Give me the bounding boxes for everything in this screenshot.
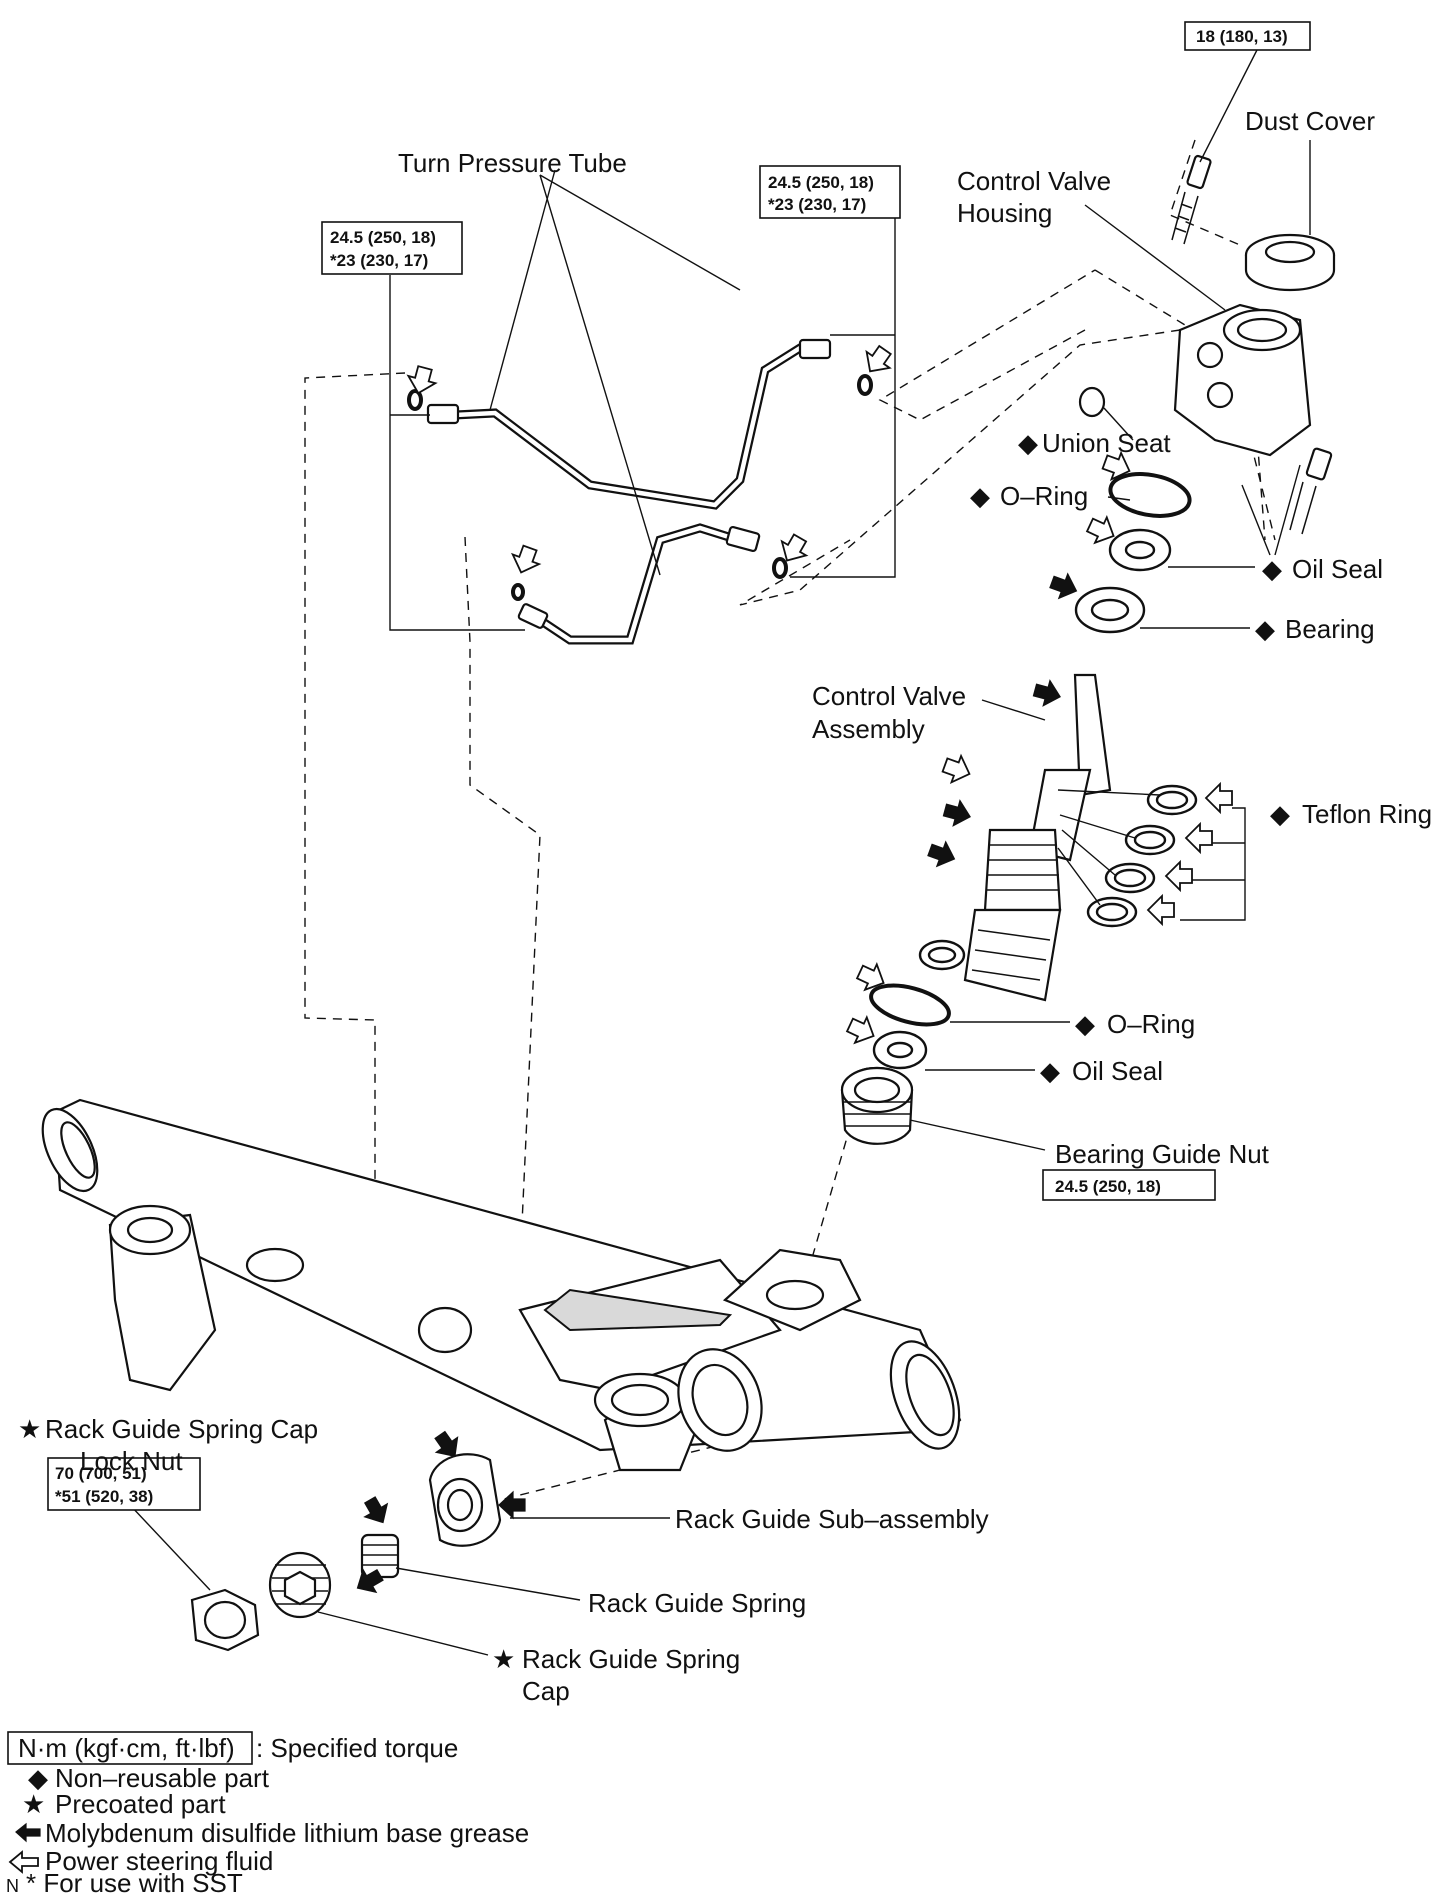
legend: N·m (kgf·cm, ft·lbf) : Specified torque … [6, 1731, 529, 1894]
label-bearing: Bearing [1285, 614, 1375, 644]
grease-arrow-icon [15, 1822, 41, 1843]
union-seat-part [1078, 386, 1106, 418]
label-oil-seal-lower: Oil Seal [1072, 1056, 1163, 1086]
label-rack-guide-spring: Rack Guide Spring [588, 1588, 806, 1618]
oil-seal-lower-part [843, 1011, 928, 1070]
torque-box-tube-right: 24.5 (250, 18) *23 (230, 17) [759, 165, 901, 219]
dust-cover-part [1244, 233, 1336, 292]
legend-torque-text: : Specified torque [256, 1733, 458, 1763]
legend-grease: Molybdenum disulfide lithium base grease [45, 1818, 529, 1848]
label-control-valve-housing-1: Control Valve [957, 166, 1111, 196]
control-valve-housing [1173, 303, 1312, 457]
legend-diamond-icon: ◆ [28, 1763, 48, 1793]
label-rack-guide-spring-cap-2: Cap [522, 1676, 570, 1706]
legend-torque-box: N·m (kgf·cm, ft·lbf) [18, 1733, 235, 1763]
torque-lock-nut-2: *51 (520, 38) [55, 1487, 153, 1506]
oil-seal-lower-diamond-icon: ◆ [1040, 1056, 1060, 1086]
label-lock-nut-1: Rack Guide Spring Cap [45, 1414, 318, 1444]
union-seat-diamond-icon: ◆ [1018, 428, 1038, 458]
label-union-seat: Union Seat [1042, 428, 1171, 458]
side-bolt [1289, 447, 1333, 535]
label-control-valve-assembly-1: Control Valve [812, 681, 966, 711]
oil-seal-upper-diamond-icon: ◆ [1262, 554, 1282, 584]
torque-tube-left-2: *23 (230, 17) [330, 251, 428, 270]
torque-box-housing-bolt: 18 (180, 13) [1184, 21, 1311, 51]
part-labels: Dust Cover Control Valve Housing Turn Pr… [18, 106, 1432, 1706]
rack-guide-sub-assembly-part [428, 1426, 526, 1547]
label-dust-cover: Dust Cover [1245, 106, 1375, 136]
label-control-valve-housing-2: Housing [957, 198, 1052, 228]
label-o-ring-upper: O–Ring [1000, 481, 1088, 511]
turn-pressure-tube [403, 338, 898, 645]
bearing-guide-nut-part [840, 1066, 914, 1145]
oil-seal-upper-part [1083, 511, 1172, 572]
label-o-ring-lower: O–Ring [1107, 1009, 1195, 1039]
label-turn-pressure-tube: Turn Pressure Tube [398, 148, 627, 178]
torque-bearing-guide-nut: 24.5 (250, 18) [1055, 1177, 1161, 1196]
leader-lines [129, 47, 1311, 1656]
legend-star-icon: ★ [22, 1789, 45, 1819]
torque-box-tube-left: 24.5 (250, 18) *23 (230, 17) [321, 221, 463, 275]
housing-bolt [1171, 154, 1212, 245]
label-rack-guide-spring-cap-1: Rack Guide Spring [522, 1644, 740, 1674]
torque-lock-nut-1: 70 (700, 51) [55, 1464, 147, 1483]
bearing-diamond-icon: ◆ [1255, 614, 1275, 644]
label-control-valve-assembly-2: Assembly [812, 714, 925, 744]
o-ring-upper-diamond-icon: ◆ [970, 481, 990, 511]
label-rack-guide-sub-assembly: Rack Guide Sub–assembly [675, 1504, 989, 1534]
rack-guide-spring-part [358, 1492, 400, 1579]
o-ring-upper-part [1099, 447, 1192, 518]
bearing-part [1046, 569, 1146, 634]
label-teflon-ring: Teflon Ring [1302, 799, 1432, 829]
legend-fluid: Power steering fluid [45, 1846, 273, 1876]
o-ring-lower-diamond-icon: ◆ [1075, 1009, 1095, 1039]
torque-tube-left-1: 24.5 (250, 18) [330, 228, 436, 247]
torque-box-lock-nut: 70 (700, 51) *51 (520, 38) [47, 1457, 201, 1511]
o-ring-lower-part [853, 958, 951, 1027]
rack-guide-spring-cap-part [268, 1551, 388, 1619]
legend-precoated: Precoated part [55, 1789, 226, 1819]
label-bearing-guide-nut: Bearing Guide Nut [1055, 1139, 1270, 1169]
rack-housing [41, 1098, 962, 1472]
torque-box-bearing-guide-nut: 24.5 (250, 18) [1042, 1169, 1216, 1201]
fluid-arrow-icon [8, 1850, 39, 1874]
lower-ring-part [918, 939, 966, 971]
legend-sst: * For use with SST [26, 1868, 243, 1894]
teflon-rings-part [1057, 783, 1246, 928]
torque-tube-right-1: 24.5 (250, 18) [768, 173, 874, 192]
label-oil-seal-upper: Oil Seal [1292, 554, 1383, 584]
label-lock-nut-2: Lock Nut [80, 1446, 183, 1476]
rack-guide-spring-cap-star-icon: ★ [492, 1644, 515, 1674]
torque-housing-bolt: 18 (180, 13) [1196, 27, 1288, 46]
lock-nut-part [190, 1588, 260, 1652]
legend-non-reusable: Non–reusable part [55, 1763, 270, 1793]
teflon-ring-diamond-icon: ◆ [1270, 799, 1290, 829]
torque-tube-right-2: *23 (230, 17) [768, 195, 866, 214]
lock-nut-star-icon: ★ [18, 1414, 41, 1444]
legend-note-mark: N [6, 1876, 19, 1894]
